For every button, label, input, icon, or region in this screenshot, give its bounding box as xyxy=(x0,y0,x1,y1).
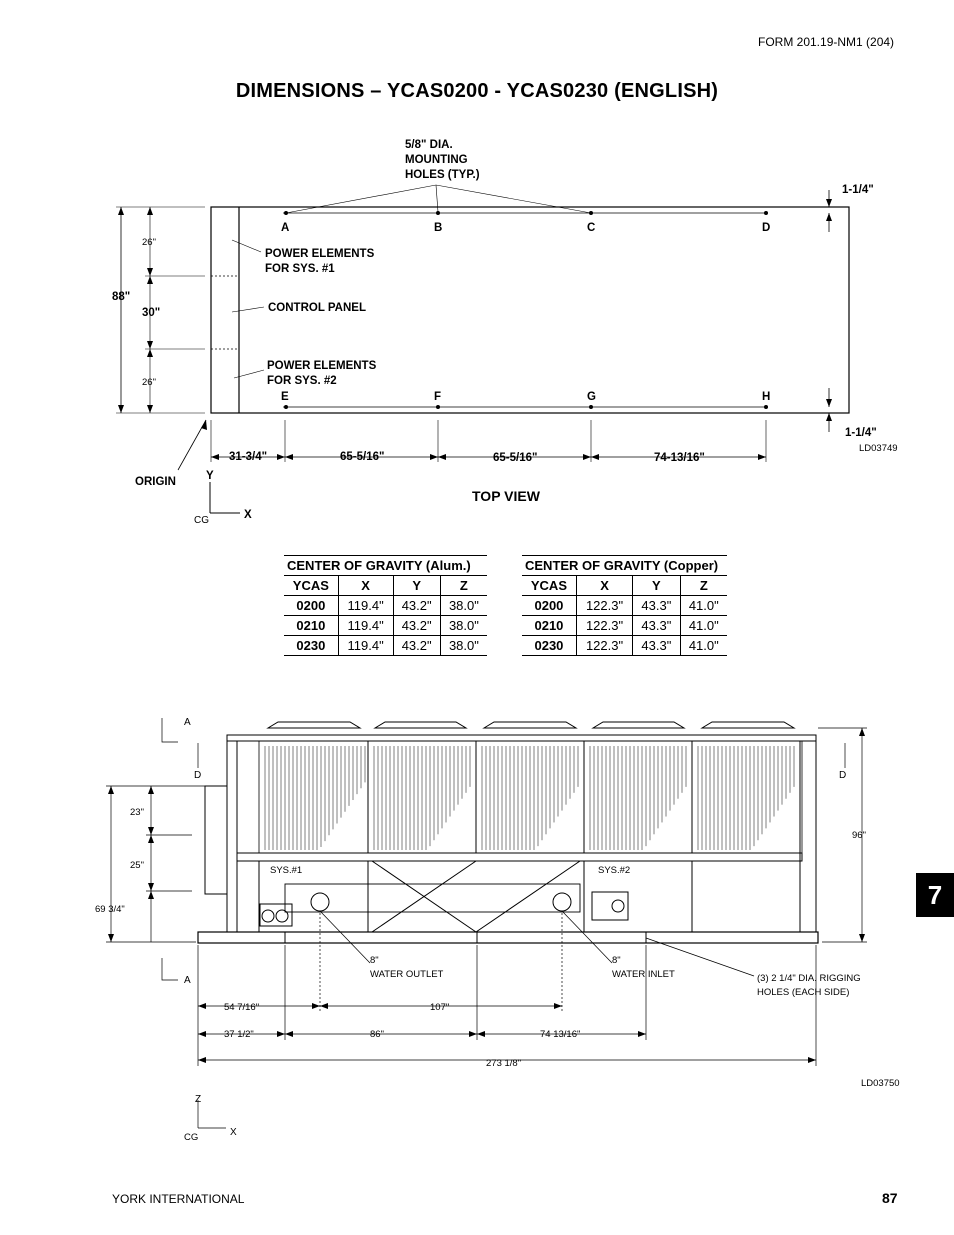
dim-69-3-4: 69 3/4" xyxy=(95,904,125,915)
mounting-holes-label-1: 5/8" DIA. xyxy=(405,139,453,151)
section-a-top: A xyxy=(184,717,191,728)
rigging-note-1: (3) 2 1/4" DIA. RIGGING xyxy=(757,973,861,984)
hole-e xyxy=(284,405,288,409)
power-elements-2-line2: FOR SYS. #2 xyxy=(267,375,337,387)
section-d-left: D xyxy=(194,770,201,781)
unit-outline-top xyxy=(210,206,850,414)
dim-1-1-4-top: 1-1/4" xyxy=(842,184,874,196)
dim-88: 88" xyxy=(112,291,130,303)
mounting-holes-label-2: MOUNTING xyxy=(405,154,468,166)
power-elements-2-line1: POWER ELEMENTS xyxy=(267,360,377,372)
hole-letter-f: F xyxy=(434,391,441,403)
mounting-holes-label-3: HOLES (TYP.) xyxy=(405,169,480,181)
water-outlet-label: WATER OUTLET xyxy=(370,969,444,980)
dim-65-5-16-a: 65-5/16" xyxy=(340,451,384,463)
hole-letter-b: B xyxy=(434,222,442,234)
axis-z-label: Z xyxy=(195,1094,201,1105)
dim-107: 107" xyxy=(430,1002,449,1013)
dim-74-13-16: 74-13/16" xyxy=(654,452,705,464)
section-a-bottom: A xyxy=(184,975,191,986)
cg-alum-h1: X xyxy=(337,575,394,596)
origin-label: ORIGIN xyxy=(135,476,176,488)
rigging-note-2: HOLES (EACH SIDE) xyxy=(757,987,849,998)
sys2-label: SYS.#2 xyxy=(598,865,630,876)
page-number: 87 xyxy=(882,1190,898,1206)
hole-b xyxy=(436,211,440,215)
dim-26-upper: 26" xyxy=(142,237,156,248)
cg-alum-h3: Z xyxy=(439,575,487,596)
hole-letter-g: G xyxy=(587,391,596,403)
dim-31-3-4: 31-3/4" xyxy=(229,451,267,463)
dim-37-1-2: 37 1/2" xyxy=(224,1029,254,1040)
dim-273-1-8: 273 1/8" xyxy=(486,1058,521,1069)
hole-g xyxy=(589,405,593,409)
page-title: DIMENSIONS – YCAS0200 - YCAS0230 (ENGLIS… xyxy=(235,80,719,102)
hole-h xyxy=(764,405,768,409)
section-d-right: D xyxy=(839,770,846,781)
dim-30: 30" xyxy=(142,307,160,319)
side-view-drawing: A A D D 23" 25" 69 3/4" 96" SYS.#1 SYS.#… xyxy=(95,717,900,1143)
dim-54-7-16: 54 7/16" xyxy=(224,1002,259,1013)
hole-a xyxy=(284,211,288,215)
footer-company: YORK INTERNATIONAL xyxy=(112,1192,245,1206)
sys1-label: SYS.#1 xyxy=(270,865,302,876)
hole-letter-a: A xyxy=(281,222,289,234)
dim-1-1-4-bottom: 1-1/4" xyxy=(845,427,877,439)
water-outlet-nozzle xyxy=(310,892,330,912)
dim-25: 25" xyxy=(130,860,144,871)
top-view-caption: TOP VIEW xyxy=(472,488,541,504)
dim-23: 23" xyxy=(130,807,144,818)
drawing-id-side: LD03750 xyxy=(861,1078,900,1089)
cg-copper-h1: X xyxy=(575,575,633,596)
water-inlet-size: 8" xyxy=(612,955,621,966)
fan-guards xyxy=(266,721,796,729)
cg-symbol-top: CG xyxy=(194,515,209,526)
dim-26-lower: 26" xyxy=(142,377,156,388)
dim-86: 86" xyxy=(370,1029,384,1040)
hole-c xyxy=(589,211,593,215)
axis-x-label-side: X xyxy=(230,1127,237,1138)
hole-letter-h: H xyxy=(762,391,770,403)
top-view-drawing: 5/8" DIA. MOUNTING HOLES (TYP.) A B C D … xyxy=(112,139,898,526)
drawing-id-top: LD03749 xyxy=(859,443,898,454)
cg-alum-title: CENTER OF GRAVITY (Alum.) xyxy=(284,555,487,576)
power-elements-1-line2: FOR SYS. #1 xyxy=(265,263,335,275)
dim-96: 96" xyxy=(852,830,866,841)
axis-x-label: X xyxy=(244,509,252,521)
hole-letter-d: D xyxy=(762,222,770,234)
axis-y-label: Y xyxy=(206,470,214,482)
hole-letter-e: E xyxy=(281,391,289,403)
cg-symbol-side: CG xyxy=(184,1132,198,1143)
hole-letter-c: C xyxy=(587,222,595,234)
coil-fins xyxy=(264,746,795,850)
dim-74-13-16-side: 74 13/16" xyxy=(540,1029,580,1040)
cg-copper-h2: Y xyxy=(632,575,681,596)
cg-copper-h3: Z xyxy=(679,575,727,596)
section-tab[interactable]: 7 xyxy=(916,873,954,917)
cg-table-copper: CENTER OF GRAVITY (Copper) YCAS X Y Z 02… xyxy=(522,555,727,656)
water-inlet-label: WATER INLET xyxy=(612,969,675,980)
control-panel-label: CONTROL PANEL xyxy=(268,302,366,314)
cg-alum-h2: Y xyxy=(392,575,441,596)
cg-table-alum: CENTER OF GRAVITY (Alum.) YCAS X Y Z 020… xyxy=(284,555,487,656)
power-elements-1-line1: POWER ELEMENTS xyxy=(265,248,375,260)
dim-65-5-16-b: 65-5/16" xyxy=(493,452,537,464)
hole-d xyxy=(764,211,768,215)
form-number: FORM 201.19-NM1 (204) xyxy=(758,35,895,49)
water-inlet-nozzle xyxy=(552,892,572,912)
water-outlet-size: 8" xyxy=(370,955,379,966)
hole-f xyxy=(436,405,440,409)
cg-copper-title: CENTER OF GRAVITY (Copper) xyxy=(522,555,727,576)
cg-copper-h0: YCAS xyxy=(522,575,577,596)
cg-alum-h0: YCAS xyxy=(284,575,339,596)
